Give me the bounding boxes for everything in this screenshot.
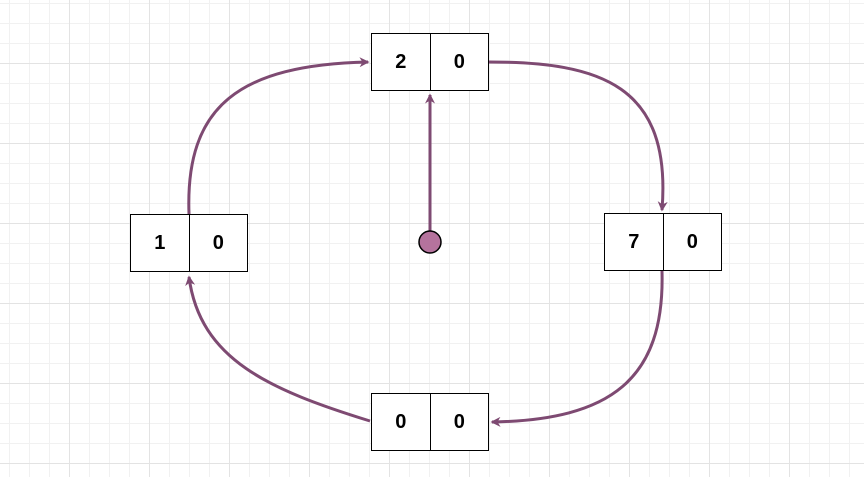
node-right-key: 7	[628, 230, 640, 253]
node-left-key: 1	[154, 231, 166, 254]
node-bottom-value: 0	[429, 394, 489, 450]
node-bottom: 0 0	[371, 393, 489, 451]
node-top: 2 0	[371, 33, 489, 91]
edge-right-to-bottom	[490, 270, 664, 427]
node-top-value: 0	[429, 34, 489, 90]
start-dot	[418, 230, 442, 254]
node-left-value: 0	[188, 215, 248, 271]
node-right-value: 0	[662, 214, 722, 270]
node-top-key: 2	[395, 50, 407, 73]
edge-top-to-right	[488, 60, 668, 212]
edge-bottom-to-left	[185, 275, 371, 423]
node-right: 7 0	[604, 213, 722, 271]
node-left: 1 0	[130, 214, 248, 272]
node-bottom-key: 0	[395, 410, 407, 433]
edge-left-to-top	[187, 57, 370, 215]
